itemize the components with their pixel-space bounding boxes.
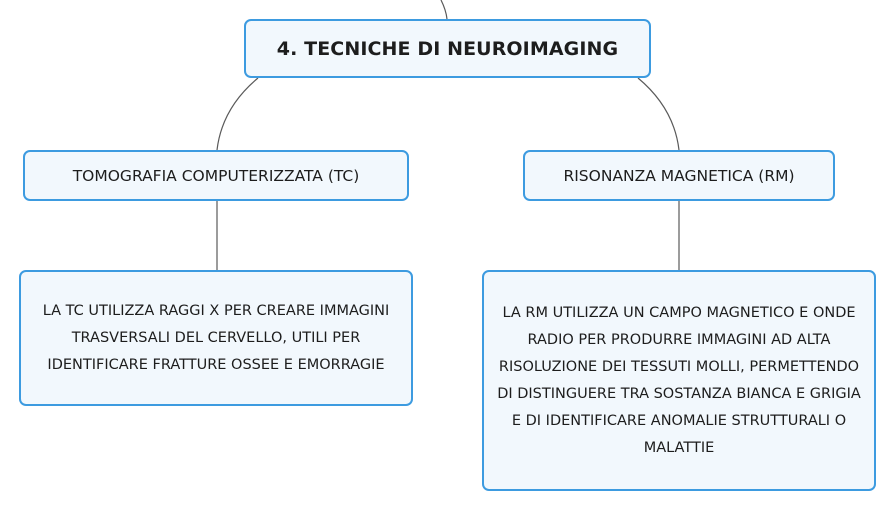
branch-node-rm[interactable]: RISONANZA MAGNETICA (RM) bbox=[523, 150, 835, 201]
root-title: 4. TECNICHE DI NEUROIMAGING bbox=[276, 37, 619, 60]
root-node[interactable]: 4. TECNICHE DI NEUROIMAGING bbox=[244, 19, 651, 78]
connector-root-to-tc bbox=[216, 77, 259, 151]
branch-title-rm: RISONANZA MAGNETICA (RM) bbox=[563, 166, 795, 185]
description-node-tc[interactable]: LA TC UTILIZZA RAGGI X PER CREARE IMMAGI… bbox=[19, 270, 413, 406]
description-text-tc: LA TC UTILIZZA RAGGI X PER CREARE IMMAGI… bbox=[42, 302, 390, 373]
connector-parent-to-root bbox=[440, 0, 448, 20]
branch-node-tc[interactable]: TOMOGRAFIA COMPUTERIZZATA (TC) bbox=[23, 150, 409, 201]
connector-root-to-rm bbox=[637, 77, 680, 151]
branch-title-tc: TOMOGRAFIA COMPUTERIZZATA (TC) bbox=[72, 166, 360, 185]
description-text-rm: LA RM UTILIZZA UN CAMPO MAGNETICO E ONDE… bbox=[497, 304, 861, 456]
description-node-rm[interactable]: LA RM UTILIZZA UN CAMPO MAGNETICO E ONDE… bbox=[482, 270, 876, 491]
